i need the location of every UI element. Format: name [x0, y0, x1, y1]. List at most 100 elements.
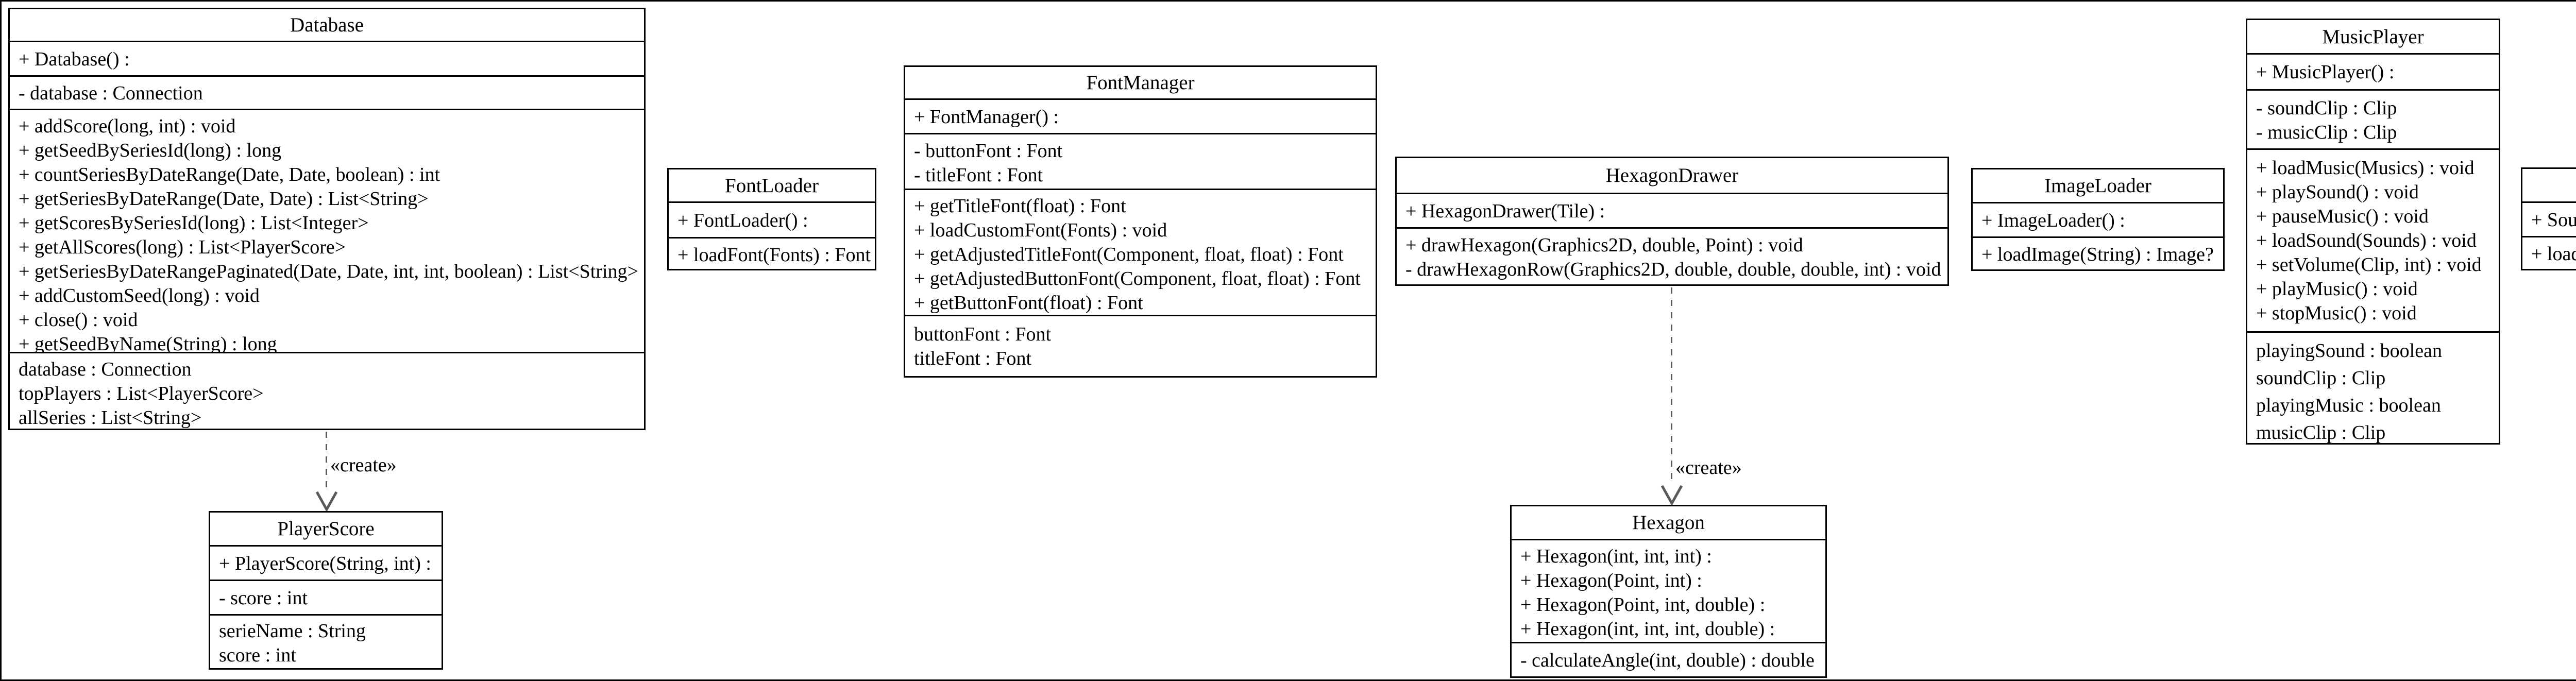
- member-line: + getSeriesByDateRange(Date, Date) : Lis…: [19, 188, 429, 210]
- compartment-constructors: + FontManager() :: [905, 98, 1376, 133]
- class-title: FontManager: [1086, 72, 1195, 94]
- member-line: + loadMusic(Musics) : void: [2256, 157, 2475, 179]
- class-box-fontloader: FontLoader + FontLoader() : + loadFont(F…: [667, 168, 876, 270]
- member-line: + close() : void: [19, 309, 138, 331]
- member-line: - titleFont : Font: [914, 164, 1043, 186]
- class-box-hexagondrawer: HexagonDrawer + HexagonDrawer(Tile) : + …: [1395, 157, 1949, 286]
- arrow-shaft: [326, 432, 327, 491]
- member-line: + getAdjustedButtonFont(Component, float…: [914, 268, 1361, 290]
- compartment-constructors: + Hexagon(int, int, int) : + Hexagon(Poin…: [1512, 539, 1825, 642]
- member-line: + loadFont(Fonts) : Font: [677, 244, 871, 266]
- member-line: playingMusic : boolean: [2256, 395, 2441, 416]
- class-box-imageloader: ImageLoader + ImageLoader() : + loadImag…: [1971, 168, 2225, 271]
- arrow-shaft: [1671, 287, 1672, 485]
- member-line: + PlayerScore(String, int) :: [219, 553, 431, 574]
- member-line: + loadImage(String) : Image?: [1981, 244, 2214, 265]
- member-line: + getSeedByName(String) : long: [19, 333, 277, 352]
- class-title: HexagonDrawer: [1605, 164, 1739, 186]
- compartment-methods: + getTitleFont(float) : Font+ loadCustom…: [905, 189, 1376, 315]
- create-arrow-database-playerscore: [315, 432, 338, 511]
- member-line: - buttonFont : Font: [914, 140, 1063, 162]
- compartment-constructors: + ImageLoader() :: [1973, 202, 2223, 236]
- member-line: + getAllScores(long) : List<PlayerScore>: [19, 236, 346, 258]
- member-line: + addScore(long, int) : void: [19, 115, 236, 137]
- member-line: topPlayers : List<PlayerScore>: [19, 383, 264, 404]
- arrow-head-icon: [315, 491, 338, 511]
- member-line: - calculateAngle(int, double) : double: [1520, 650, 1815, 671]
- member-line: + getAdjustedTitleFont(Component, float,…: [914, 244, 1344, 265]
- compartment-methods: - calculateAngle(int, double) : double: [1512, 642, 1825, 676]
- class-title: FontLoader: [725, 174, 819, 197]
- member-line: + getSeriesByDateRangePaginated(Date, Da…: [19, 261, 638, 282]
- member-line: + Hexagon(Point, int) :: [1520, 570, 1702, 591]
- member-line: buttonFont : Font: [914, 324, 1052, 345]
- compartment-constructors: + SoundLoader() :: [2522, 201, 2576, 236]
- member-line: - musicClip : Clip: [2256, 122, 2397, 143]
- compartment-attributes: - score : int: [210, 580, 442, 614]
- member-line: - drawHexagonRow(Graphics2D, double, dou…: [1405, 259, 1941, 280]
- class-title: Database: [290, 14, 364, 36]
- compartment-fields: buttonFont : Font titleFont : Font: [905, 315, 1376, 376]
- compartment-constructors: + MusicPlayer() :: [2247, 53, 2499, 89]
- member-line: + ImageLoader() :: [1981, 210, 2125, 231]
- member-line: + Hexagon(int, int, int) :: [1520, 546, 1712, 567]
- member-line: - soundClip : Clip: [2256, 97, 2397, 119]
- member-line: + setVolume(Clip, int) : void: [2256, 254, 2482, 276]
- class-title: SoundLoader: [2522, 169, 2576, 201]
- member-line: + Hexagon(int, int, int, double) :: [1520, 618, 1775, 640]
- member-line: titleFont : Font: [914, 348, 1032, 369]
- member-line: playingSound : boolean: [2256, 340, 2442, 362]
- member-line: + pauseMusic() : void: [2256, 206, 2429, 227]
- member-line: + MusicPlayer() :: [2256, 61, 2395, 83]
- member-line: + SoundLoader() :: [2531, 209, 2576, 231]
- member-line: database : Connection: [19, 359, 192, 380]
- member-line: + loadCustomFont(Fonts) : void: [914, 219, 1167, 241]
- create-label: «create»: [1675, 457, 1742, 479]
- member-line: + getButtonFont(float) : Font: [914, 292, 1143, 314]
- member-line: + HexagonDrawer(Tile) :: [1405, 200, 1605, 222]
- compartment-methods: + loadMusic(String) : Clip?: [2522, 236, 2576, 269]
- member-line: + playSound() : void: [2256, 181, 2419, 203]
- class-box-database: Database + Database() : - database : Con…: [8, 8, 646, 430]
- member-line: + FontManager() :: [914, 106, 1059, 128]
- compartment-methods: + drawHexagon(Graphics2D, double, Point)…: [1397, 227, 1947, 284]
- member-line: + loadMusic(String) : Clip?: [2531, 243, 2576, 265]
- class-title: MusicPlayer: [2322, 25, 2424, 48]
- member-line: + Database() :: [19, 48, 130, 70]
- member-line: + drawHexagon(Graphics2D, double, Point)…: [1405, 234, 1803, 256]
- compartment-constructors: + PlayerScore(String, int) :: [210, 545, 442, 580]
- member-line: + addCustomSeed(long) : void: [19, 285, 260, 307]
- compartment-constructors: + Database() :: [10, 41, 644, 75]
- compartment-constructors: + FontLoader() :: [669, 201, 875, 237]
- class-box-fontmanager: FontManager + FontManager() : - buttonFo…: [904, 65, 1377, 378]
- compartment-constructors: + HexagonDrawer(Tile) :: [1397, 193, 1947, 227]
- class-title: PlayerScore: [277, 518, 375, 540]
- member-line: + Hexagon(Point, int, double) :: [1520, 594, 1766, 616]
- member-line: + getSeedBySeriesId(long) : long: [19, 140, 282, 161]
- compartment-methods: + addScore(long, int) : void + getSeedByS…: [10, 109, 644, 352]
- compartment-methods: + loadMusic(Musics) : void+ playSound() …: [2247, 148, 2499, 331]
- compartment-fields: database : Connection topPlayers : List<P…: [10, 352, 644, 429]
- member-line: - database : Connection: [19, 82, 203, 104]
- member-line: musicClip : Clip: [2256, 422, 2386, 443]
- compartment-attributes: - soundClip : Clip - musicClip : Clip: [2247, 89, 2499, 148]
- compartment-methods: + loadImage(String) : Image?: [1973, 236, 2223, 269]
- class-box-hexagon: Hexagon + Hexagon(int, int, int) :+ Hexa…: [1510, 505, 1827, 678]
- create-label: «create»: [330, 454, 397, 476]
- member-line: + getScoresBySeriesId(long) : List<Integ…: [19, 212, 369, 234]
- compartment-attributes: - database : Connection: [10, 75, 644, 109]
- member-line: score : int: [219, 644, 296, 666]
- member-line: allSeries : List<String>: [19, 407, 202, 429]
- class-box-playerscore: PlayerScore + PlayerScore(String, int) :…: [209, 511, 443, 670]
- member-line: + playMusic() : void: [2256, 278, 2418, 300]
- class-title: Hexagon: [1632, 512, 1705, 534]
- create-arrow-hexagondrawer-hexagon: [1660, 287, 1683, 505]
- member-line: + countSeriesByDateRange(Date, Date, boo…: [19, 164, 440, 185]
- member-line: + FontLoader() :: [677, 210, 808, 231]
- member-line: + stopMusic() : void: [2256, 302, 2417, 324]
- member-line: serieName : String: [219, 620, 366, 642]
- member-line: + loadSound(Sounds) : void: [2256, 230, 2477, 251]
